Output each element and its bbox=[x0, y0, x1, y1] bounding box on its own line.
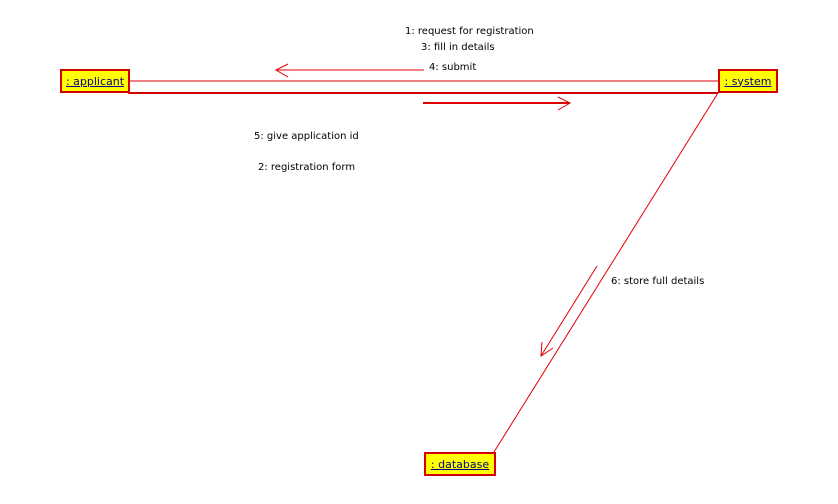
object-system[interactable]: : system bbox=[718, 69, 778, 93]
message-arrow-to-database bbox=[540, 265, 598, 357]
message-label-4: 4: submit bbox=[429, 62, 477, 73]
message-label-6: 6: store full details bbox=[611, 276, 705, 287]
message-arrow-to-applicant bbox=[274, 63, 424, 78]
message-label-1: 1: request for registration bbox=[405, 26, 534, 37]
message-label-2: 2: registration form bbox=[258, 162, 356, 173]
object-applicant[interactable]: : applicant bbox=[60, 69, 130, 93]
object-database[interactable]: : database bbox=[424, 452, 496, 476]
message-label-3: 3: fill in details bbox=[421, 42, 495, 53]
message-label-5: 5: give application id bbox=[254, 131, 359, 142]
message-arrow-to-system bbox=[423, 96, 572, 111]
link-system-database bbox=[493, 92, 719, 453]
